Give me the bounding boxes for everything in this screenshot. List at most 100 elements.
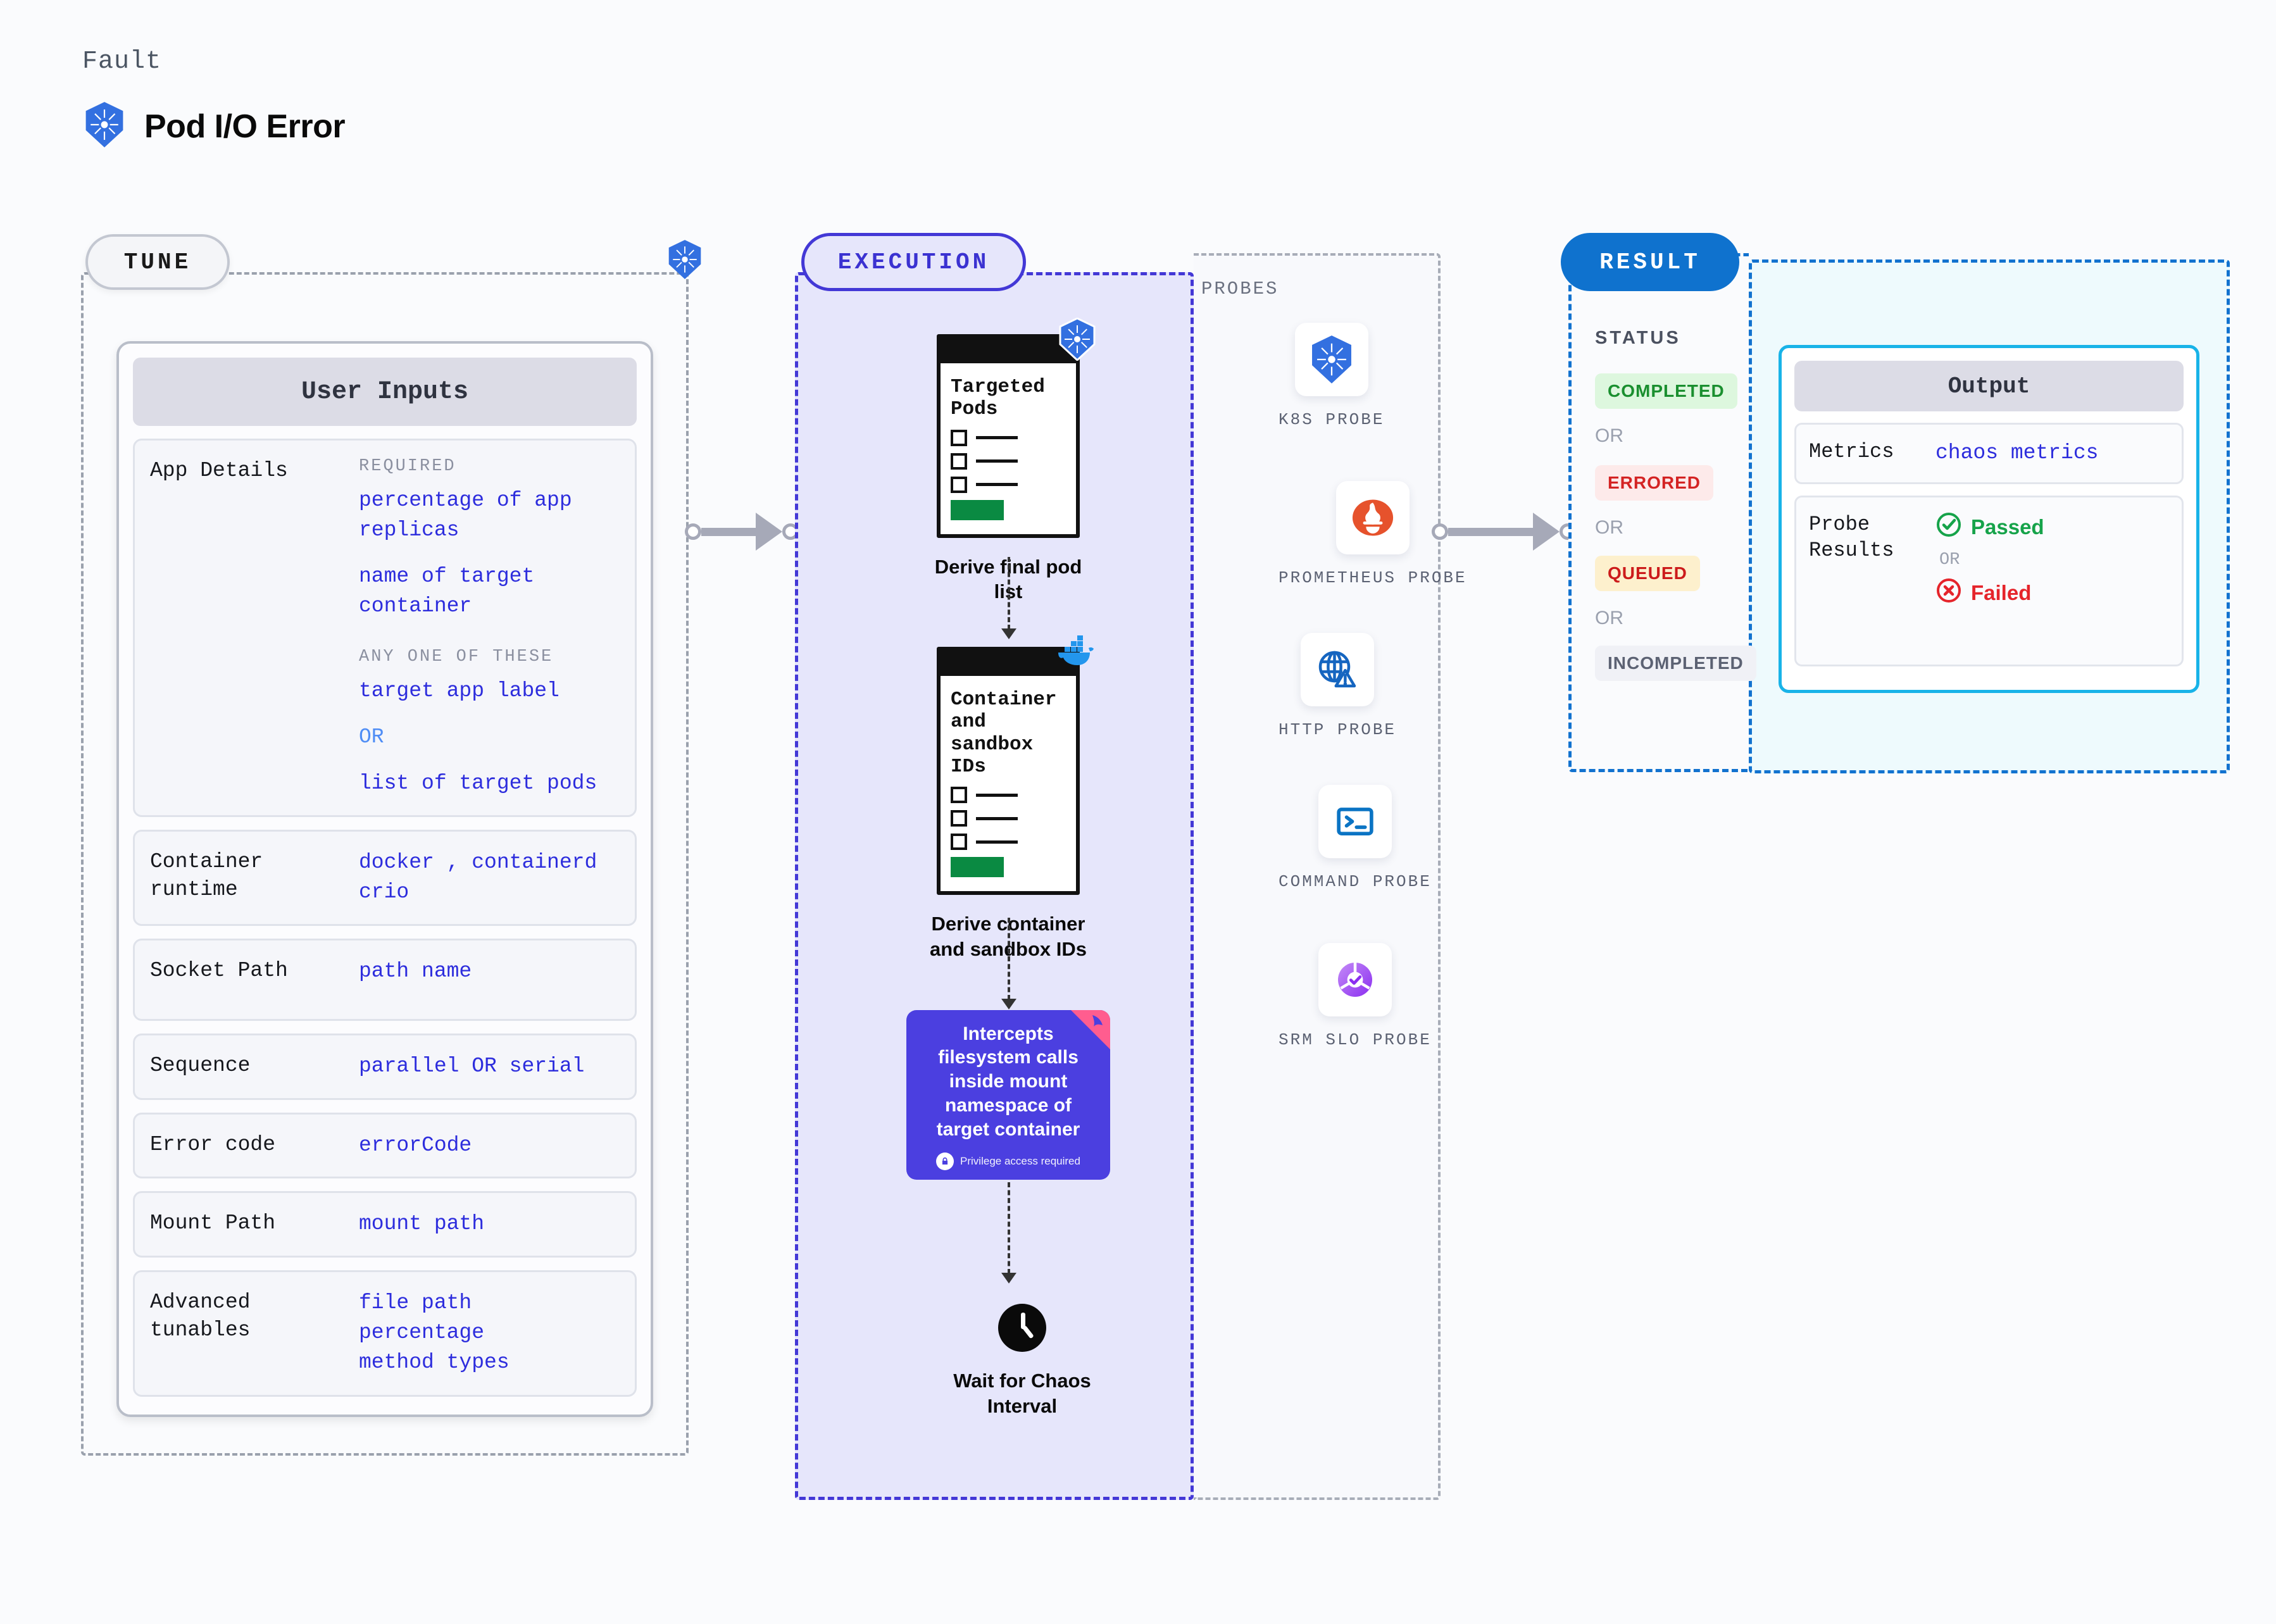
- status-title: STATUS: [1595, 328, 1681, 348]
- page-title: Pod I/O Error: [144, 108, 346, 145]
- tune-row-key: Container runtime: [150, 850, 263, 901]
- flow-arrowhead-2: [1001, 999, 1016, 1009]
- tune-row-app-details[interactable]: App Details REQUIRED percentage of app r…: [133, 439, 637, 818]
- flow-connector-3: [1008, 1182, 1010, 1274]
- tune-row-advanced-tunables[interactable]: Advanced tunables file path percentage m…: [133, 1270, 637, 1397]
- checkbox-icon: [951, 787, 967, 804]
- probe-result-passed: Passed: [1935, 511, 2169, 543]
- probes-panel: [1194, 253, 1441, 1500]
- connector-arrowhead: [756, 513, 782, 551]
- probe-label: COMMAND PROBE: [1279, 872, 1432, 891]
- checkbox-icon: [951, 429, 967, 446]
- probe-srm-slo[interactable]: SRM SLO PROBE: [1279, 943, 1432, 1051]
- progress-bar: [951, 499, 1004, 520]
- user-inputs-title: User Inputs: [133, 358, 637, 426]
- tune-row-container-runtime[interactable]: Container runtime docker , containerd cr…: [133, 830, 637, 926]
- document-header-bar: [941, 338, 1076, 363]
- tune-value: percentage of app replicas: [359, 489, 572, 542]
- tune-value: file path: [359, 1291, 472, 1315]
- tune-value-or: OR: [359, 725, 384, 749]
- tune-value: parallel OR serial: [359, 1054, 585, 1078]
- tune-value: path name: [359, 959, 472, 983]
- clock-icon: [998, 1304, 1046, 1352]
- probes-title: PROBES: [1201, 278, 1279, 299]
- tune-value: target app label: [359, 679, 560, 703]
- result-stage-badge[interactable]: RESULT: [1561, 233, 1739, 291]
- docker-icon: [1053, 634, 1095, 673]
- probe-http[interactable]: HTTP PROBE: [1279, 633, 1396, 741]
- execution-stage-badge[interactable]: EXECUTION: [801, 233, 1026, 291]
- status-badge-incompleted: INCOMPLETED: [1595, 646, 1756, 681]
- tune-row-error-code[interactable]: Error code errorCode: [133, 1112, 637, 1179]
- probe-result-or-label: OR: [1939, 550, 1960, 570]
- required-label: REQUIRED: [359, 457, 456, 476]
- document-checklist: [951, 787, 1066, 851]
- prometheus-icon: [1335, 481, 1410, 554]
- tune-row-key: Mount Path: [150, 1211, 276, 1235]
- tune-row-key: Sequence: [150, 1053, 251, 1077]
- fault-action-card[interactable]: Intercepts filesystem calls inside mount…: [906, 1010, 1110, 1180]
- tune-row-sequence[interactable]: Sequence parallel OR serial: [133, 1033, 637, 1100]
- output-row-metrics[interactable]: Metrics chaos metrics: [1794, 423, 2184, 484]
- line-placeholder: [976, 436, 1018, 440]
- line-placeholder: [976, 483, 1018, 487]
- checkbox-icon: [951, 476, 967, 493]
- output-row-probe-results[interactable]: Probe Results Passed OR Failed: [1794, 495, 2184, 666]
- document-checklist: [951, 429, 1066, 493]
- probe-prometheus[interactable]: PROMETHEUS PROBE: [1279, 481, 1467, 589]
- status-or-label: OR: [1595, 425, 1623, 446]
- kubernetes-icon: [82, 101, 127, 151]
- status-badge-completed: COMPLETED: [1595, 373, 1737, 409]
- status-or-label: OR: [1595, 517, 1623, 538]
- document-header-bar: [941, 651, 1076, 676]
- kubernetes-icon: [1057, 317, 1097, 364]
- tune-panel: User Inputs App Details REQUIRED percent…: [81, 272, 689, 1456]
- tune-value: docker , containerd: [359, 851, 597, 875]
- probe-label: PROMETHEUS PROBE: [1279, 568, 1467, 587]
- connector-shaft: [1448, 527, 1533, 536]
- probe-label: HTTP PROBE: [1279, 720, 1397, 739]
- connector-execution-to-result: [1432, 513, 1576, 551]
- flow-arrowhead-3: [1001, 1273, 1016, 1284]
- probe-k8s[interactable]: K8S PROBE: [1279, 323, 1384, 431]
- connector-dot: [685, 523, 701, 540]
- tune-row-mount-path[interactable]: Mount Path mount path: [133, 1191, 637, 1258]
- output-row-value: chaos metrics: [1935, 441, 2099, 465]
- document-title: Targeted Pods: [951, 376, 1045, 421]
- privilege-note-text: Privilege access required: [960, 1155, 1080, 1168]
- tune-row-key: Advanced tunables: [150, 1290, 251, 1342]
- checkbox-icon: [951, 834, 967, 851]
- connector-arrowhead: [1533, 513, 1560, 551]
- connector-tune-to-execution: [685, 513, 799, 551]
- execution-node-wait-interval[interactable]: Wait for Chaos Interval: [943, 1304, 1101, 1418]
- connector-dot: [1432, 523, 1448, 540]
- execution-node-targeted-pods[interactable]: Targeted Pods Derive final pod list: [923, 317, 1096, 604]
- result-status-panel: [1568, 253, 1749, 772]
- execution-node-container-sandbox[interactable]: Container and sandbox IDs Derive contain…: [923, 635, 1094, 962]
- fault-title-row: Pod I/O Error: [82, 101, 346, 151]
- x-circle-icon: [1935, 577, 1962, 609]
- connector-shaft: [701, 527, 756, 536]
- tune-value: mount path: [359, 1212, 485, 1236]
- fault-eyebrow-label: Fault: [82, 47, 162, 76]
- tune-row-socket-path[interactable]: Socket Path path name: [133, 938, 637, 1021]
- tune-value: percentage: [359, 1321, 485, 1345]
- output-card: Output Metrics chaos metrics Probe Resul…: [1779, 345, 2199, 693]
- probe-result-passed-label: Passed: [1971, 515, 2044, 539]
- probe-command[interactable]: COMMAND PROBE: [1279, 785, 1432, 893]
- lock-icon: [936, 1152, 954, 1171]
- checkbox-icon: [951, 453, 967, 470]
- fault-action-text: Intercepts filesystem calls inside mount…: [936, 1023, 1080, 1140]
- checkbox-icon: [951, 810, 967, 827]
- tune-stage-badge[interactable]: TUNE: [85, 234, 230, 290]
- tune-value: name of target container: [359, 564, 535, 618]
- probe-label: K8S PROBE: [1279, 410, 1385, 429]
- probe-label: SRM SLO PROBE: [1279, 1030, 1432, 1049]
- slo-donut-check-icon: [1318, 943, 1392, 1016]
- progress-bar: [951, 857, 1004, 878]
- flow-connector-1: [1008, 557, 1010, 630]
- flow-connector-2: [1008, 918, 1010, 1000]
- check-circle-icon: [1935, 511, 1962, 543]
- line-placeholder: [976, 793, 1018, 797]
- user-inputs-card: User Inputs App Details REQUIRED percent…: [116, 341, 653, 1417]
